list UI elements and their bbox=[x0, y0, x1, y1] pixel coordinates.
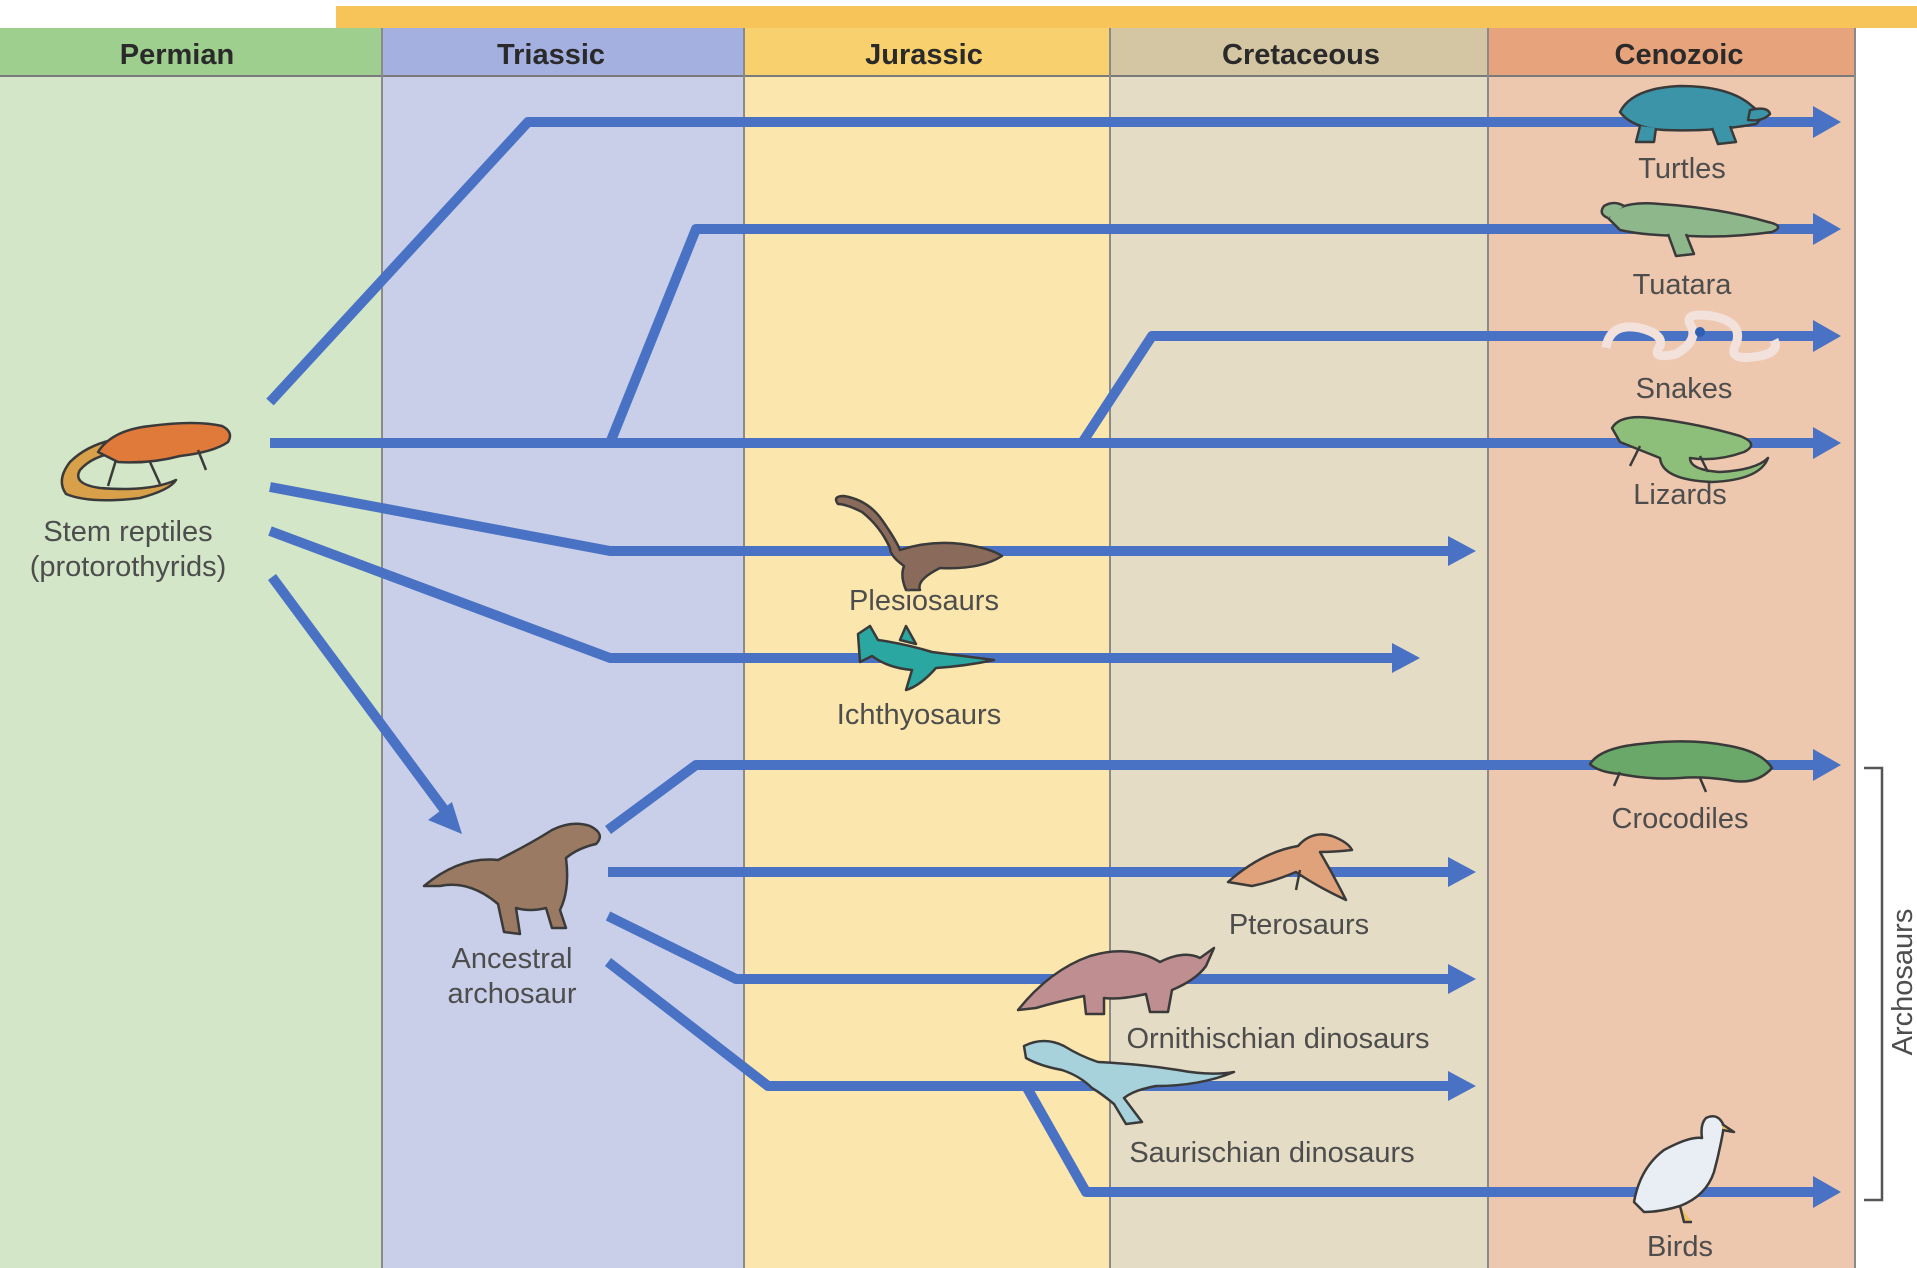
protorothyrids-label: (protorothyrids) bbox=[30, 551, 227, 583]
pterosaurs-label: Pterosaurs bbox=[1229, 909, 1369, 941]
ornithischian-arrowhead bbox=[1448, 964, 1476, 994]
cenozoic-header bbox=[1488, 28, 1855, 76]
cretaceous-label: Cretaceous bbox=[1222, 39, 1380, 71]
permian-header bbox=[0, 28, 382, 76]
period-columns bbox=[0, 76, 1855, 1268]
tyrannosaur-icon bbox=[1022, 1039, 1236, 1126]
plesiosaurs-label: Plesiosaurs bbox=[849, 585, 999, 617]
turtle-icon bbox=[1618, 84, 1772, 146]
snake-lineage bbox=[1077, 331, 1815, 446]
stem-reptile-icon bbox=[60, 421, 232, 502]
plesiosaur-arrowhead bbox=[1448, 536, 1476, 566]
tuatara-arrowhead bbox=[1813, 213, 1841, 245]
bird-lineage bbox=[1021, 1083, 1815, 1197]
ornithischian-label: Ornithischian dinosaurs bbox=[1126, 1023, 1429, 1055]
plesiosaur-lineage bbox=[269, 482, 1452, 556]
plesiosaur-icon bbox=[834, 494, 1004, 592]
archosaurs-label: Archosaurs bbox=[1887, 909, 1917, 1056]
snake-icon bbox=[1601, 310, 1780, 362]
cenozoic-label: Cenozoic bbox=[1615, 39, 1744, 71]
ornithischian-lineage bbox=[605, 911, 1452, 984]
crocodile-icon bbox=[1588, 740, 1774, 793]
ichthyosaur-icon bbox=[856, 624, 996, 692]
ichthyosaur-arrowhead bbox=[1392, 643, 1420, 673]
turtle-arrowhead bbox=[1813, 106, 1841, 138]
crocodile-arrowhead bbox=[1813, 749, 1841, 781]
tuatara-icon bbox=[1600, 201, 1780, 258]
tuatara-lineage bbox=[605, 224, 1815, 445]
crocodile-lineage bbox=[605, 760, 1815, 835]
lizard-arrowhead bbox=[1813, 427, 1841, 459]
snake-arrowhead bbox=[1813, 320, 1841, 352]
triassic-header bbox=[382, 28, 744, 76]
top-accent-bar bbox=[336, 6, 1917, 28]
bird-arrowhead bbox=[1813, 1176, 1841, 1208]
ancestral-archosaur-icon bbox=[422, 822, 602, 936]
turtle-lineage bbox=[266, 117, 1815, 406]
tuatara-label: Tuatara bbox=[1633, 269, 1733, 301]
pterosaur-arrowhead bbox=[1448, 857, 1476, 887]
birds-label: Birds bbox=[1647, 1231, 1713, 1263]
turtles-label: Turtles bbox=[1638, 153, 1726, 185]
cenozoic-column bbox=[1488, 76, 1855, 1268]
triassic-column bbox=[382, 76, 744, 1268]
archosaur-origin-lineage bbox=[267, 574, 451, 815]
saurischian-arrowhead bbox=[1448, 1071, 1476, 1101]
archosaur-origin-arrowhead bbox=[428, 802, 462, 834]
saurischian-label: Saurischian dinosaurs bbox=[1129, 1137, 1414, 1169]
snakes-label: Snakes bbox=[1636, 373, 1733, 405]
jurassic-header bbox=[744, 28, 1110, 76]
taxon-labels: Stem reptiles (protorothyrids) Turtles T… bbox=[30, 153, 1749, 1263]
stem-reptiles-label: Stem reptiles bbox=[43, 516, 212, 548]
saurischian-lineage bbox=[604, 958, 1452, 1091]
archosaur-label: archosaur bbox=[448, 978, 577, 1010]
crocodiles-label: Crocodiles bbox=[1612, 803, 1749, 835]
lizard-icon bbox=[1610, 415, 1770, 484]
ancestral-label: Ancestral bbox=[452, 943, 573, 975]
ichthyosaurs-label: Ichthyosaurs bbox=[837, 699, 1001, 731]
lizards-label: Lizards bbox=[1633, 479, 1727, 511]
cretaceous-header bbox=[1110, 28, 1488, 76]
permian-label: Permian bbox=[120, 39, 234, 71]
period-headers: Permian Triassic Jurassic Cretaceous Cen… bbox=[0, 28, 1855, 77]
triassic-label: Triassic bbox=[497, 39, 605, 71]
pterosaur-icon bbox=[1226, 833, 1354, 902]
bird-icon bbox=[1632, 1115, 1736, 1224]
ichthyosaur-lineage bbox=[268, 526, 1396, 663]
triceratops-icon bbox=[1016, 946, 1216, 1016]
permian-column bbox=[0, 76, 382, 1268]
lineage-branches bbox=[266, 106, 1841, 1208]
jurassic-label: Jurassic bbox=[865, 39, 983, 71]
archosaurs-bracket: Archosaurs bbox=[1864, 766, 1917, 1202]
